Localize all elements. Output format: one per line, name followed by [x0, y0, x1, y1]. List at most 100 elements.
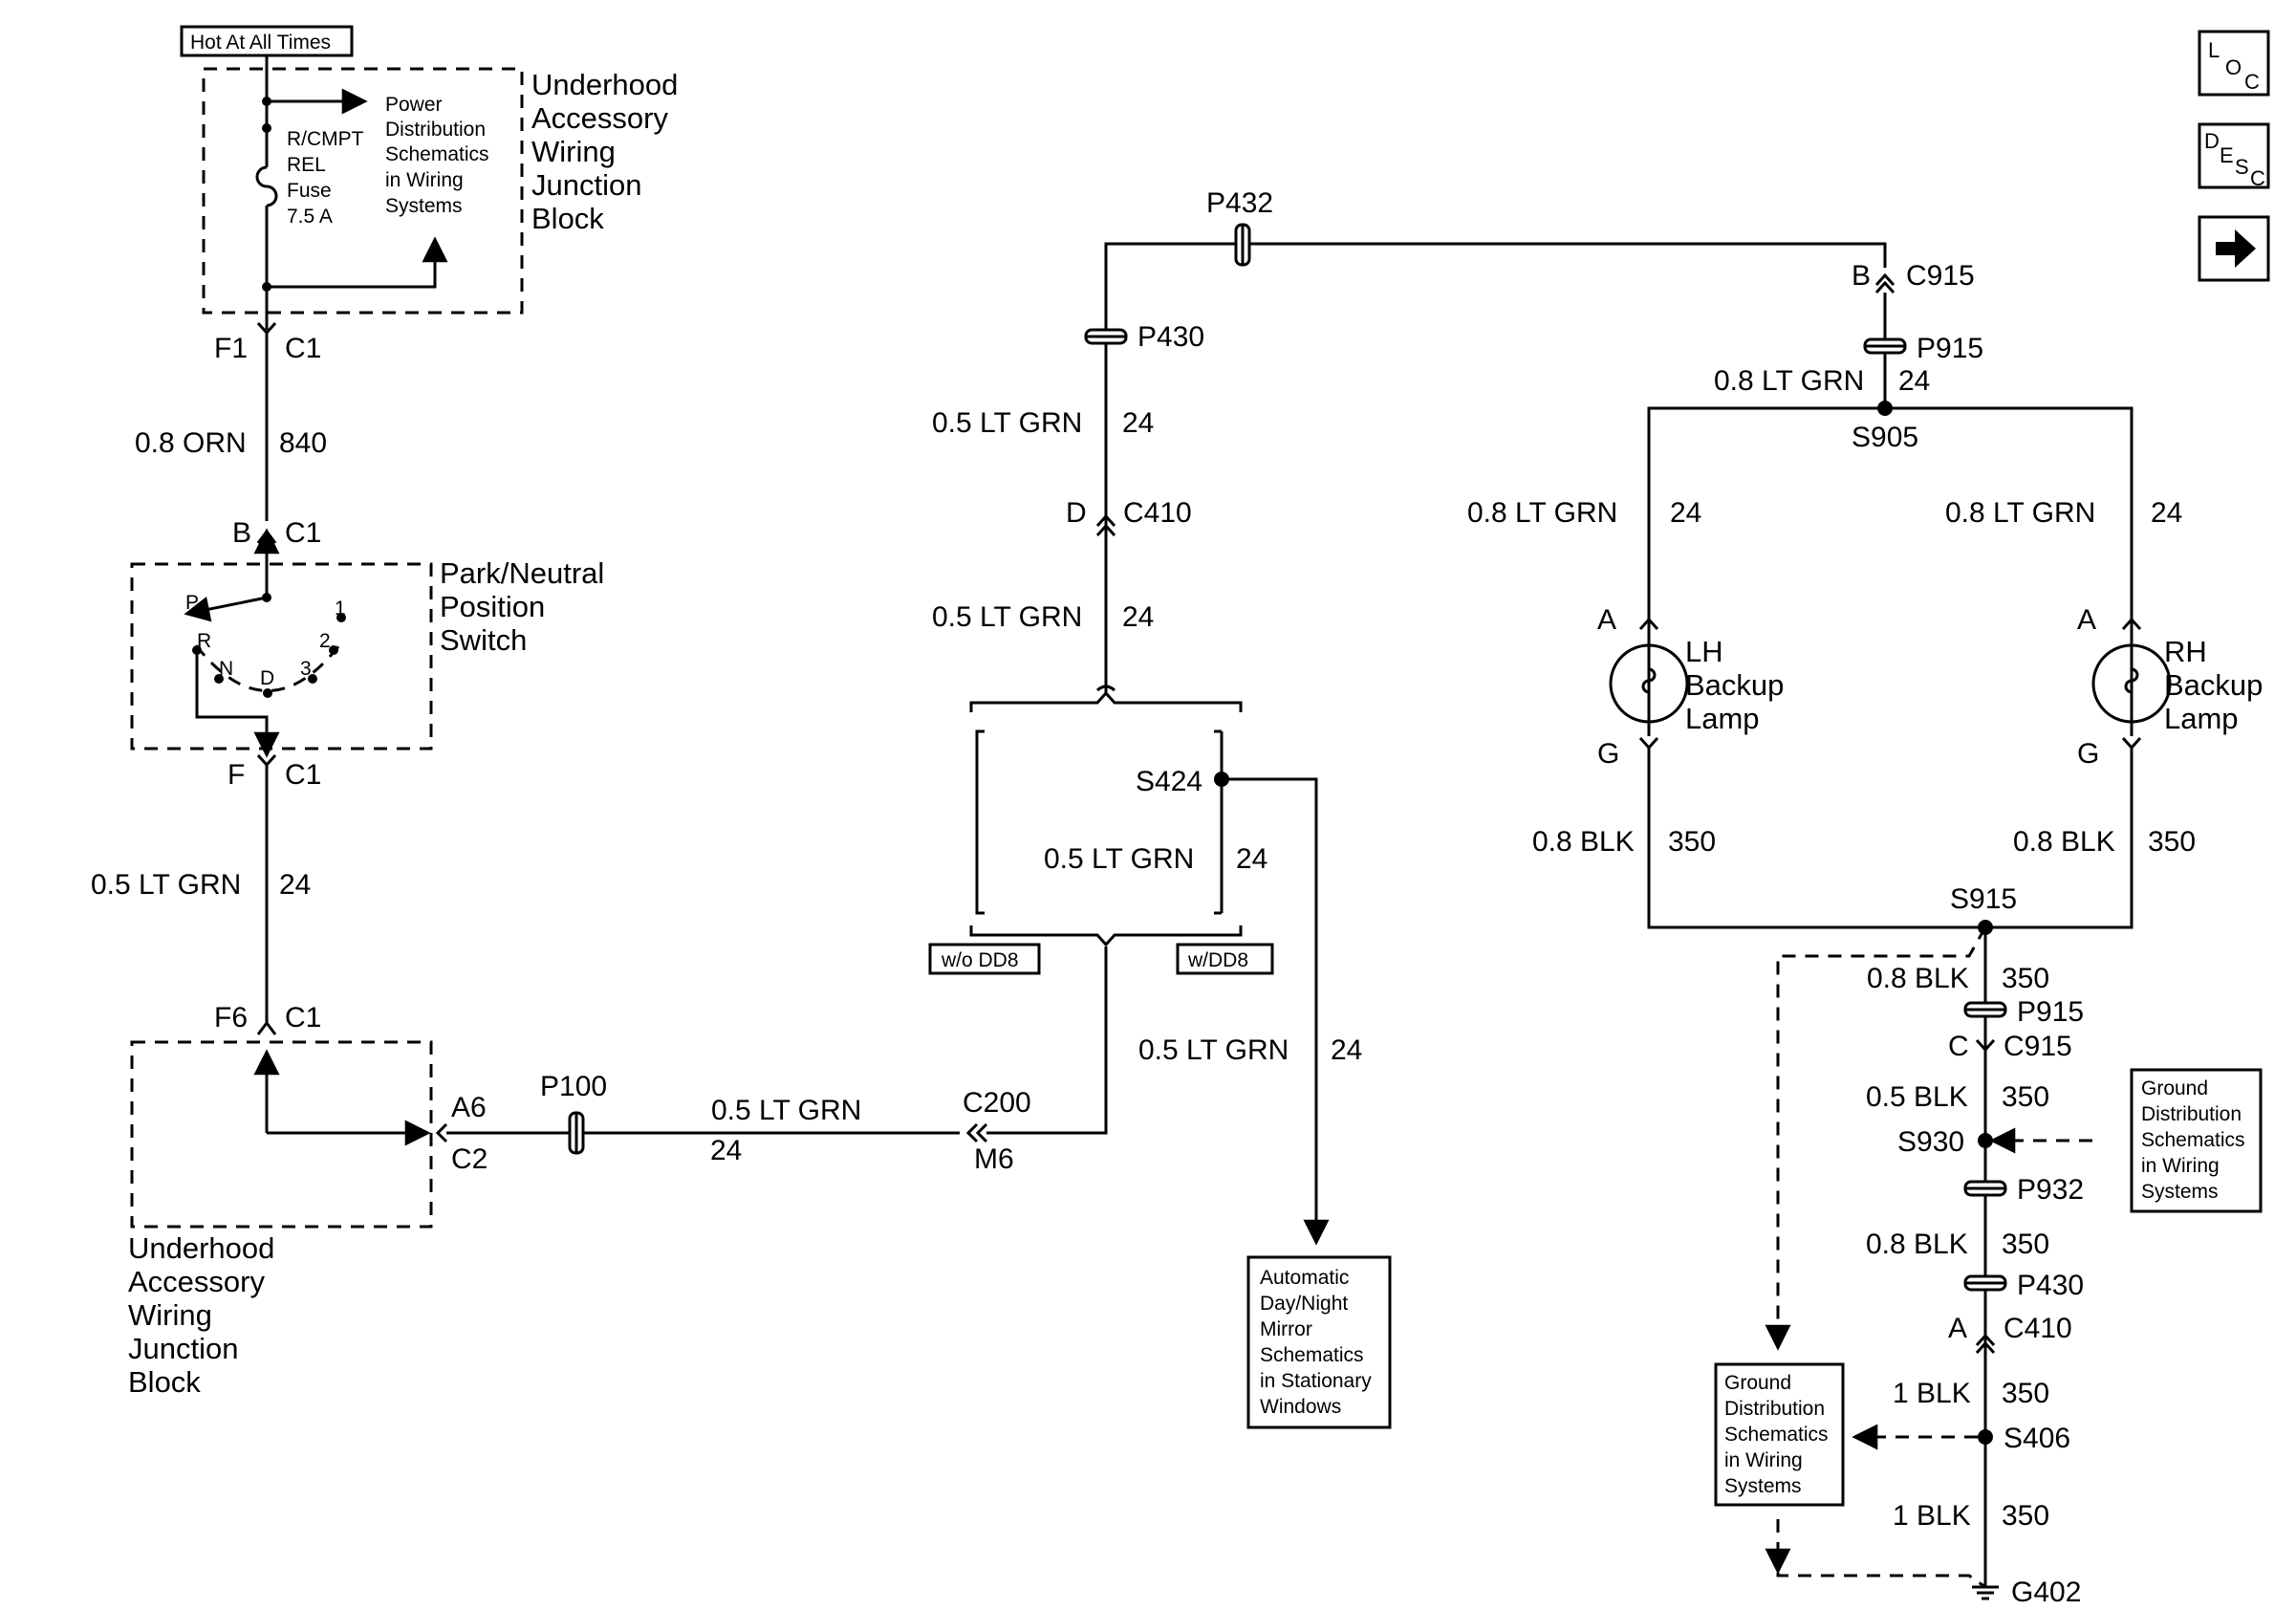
p430-connector-right: P430	[1963, 1270, 2084, 1301]
diagram-label: Schematics	[385, 143, 489, 165]
diagram-label: P432	[1206, 187, 1273, 219]
p915-connector-bottom: P915	[1963, 996, 2084, 1028]
diagram-label: Distribution	[1724, 1398, 1825, 1420]
diagram-label: Switch	[440, 623, 527, 657]
diagram-label: 350	[2002, 963, 2049, 994]
diagram-label: Ground	[2141, 1077, 2208, 1099]
diagram-label: C915	[2004, 1031, 2072, 1062]
diagram-label: A6	[451, 1092, 487, 1123]
p932-connector: P932	[1963, 1174, 2084, 1206]
diagram-label: 24	[1122, 407, 1154, 439]
diagram-label: P100	[540, 1071, 607, 1102]
p915-connector-top: P915	[1863, 333, 1983, 364]
diagram-label: 0.5 LT GRN	[932, 407, 1082, 439]
lh-backup-lamp-icon	[1609, 617, 1689, 751]
rh-lamp-label: RH Backup Lamp	[2164, 635, 2263, 735]
diagram-label: C410	[2004, 1313, 2072, 1344]
diagram-label: Schematics	[1724, 1424, 1829, 1446]
next-page-button[interactable]	[2198, 215, 2270, 282]
diagram-label: 350	[2002, 1500, 2049, 1532]
diagram-label: C410	[1123, 497, 1192, 529]
diagram-label: 24	[1122, 601, 1154, 633]
underhood-block-label-top: Underhood Accessory Wiring Junction Bloc…	[531, 68, 678, 235]
fuse-icon	[255, 165, 278, 207]
diagram-label: LH	[1685, 635, 1723, 668]
center-circuit: P432 P430 0.5 LT GRN 24 D C410 0.5 LT GR…	[928, 187, 1887, 1429]
diagram-label: 1	[335, 598, 346, 620]
p100-connector: P100	[540, 1071, 607, 1155]
diagram-label: A	[1597, 604, 1616, 636]
diagram-label: P430	[1137, 321, 1204, 353]
diagram-label: L	[2208, 38, 2220, 62]
diagram-label: Day/Night	[1260, 1293, 1348, 1315]
diagram-label: F1	[214, 333, 248, 364]
power-distribution-note: Power Distribution Schematics in Wiring …	[385, 94, 489, 217]
diagram-label: D	[1066, 497, 1087, 529]
desc-button[interactable]: D E S C	[2198, 122, 2270, 190]
diagram-label: Systems	[1724, 1475, 1802, 1497]
diagram-label: S905	[1852, 422, 1918, 453]
pn-switch-label: Park/Neutral Position Switch	[440, 556, 604, 657]
diagram-label: Accessory	[531, 101, 668, 135]
diagram-label: Schematics	[1260, 1344, 1364, 1366]
c200-label: C200	[963, 1087, 1031, 1119]
diagram-label: Block	[128, 1365, 201, 1399]
diagram-label: 350	[2002, 1229, 2049, 1260]
diagram-label: Position	[440, 590, 545, 623]
underhood-block-lower: F6 C1 A6 C2 Underhood Accessory Wiring J…	[128, 1002, 487, 1399]
hot-at-all-times-label: Hot At All Times	[190, 32, 331, 54]
diagram-label: Lamp	[2164, 702, 2239, 735]
diagram-label: C1	[285, 333, 321, 364]
diagram-label: REL	[287, 154, 326, 176]
diagram-label: Windows	[1260, 1396, 1341, 1418]
diagram-label: Junction	[128, 1332, 238, 1365]
diagram-label: C2	[451, 1143, 487, 1175]
diagram-label: P430	[2017, 1270, 2084, 1301]
diagram-label: S930	[1897, 1126, 1964, 1158]
diagram-label: S424	[1136, 766, 1202, 797]
diagram-label: D	[2204, 129, 2220, 153]
diagram-label: D	[260, 667, 274, 689]
diagram-label: Underhood	[128, 1231, 274, 1265]
diagram-label: C	[2250, 166, 2265, 190]
diagram-label: 0.8 BLK	[1532, 826, 1635, 858]
loc-button[interactable]: L O C	[2198, 30, 2270, 97]
diagram-label: S406	[2004, 1423, 2070, 1454]
diagram-label: Backup	[2164, 668, 2263, 702]
diagram-label: 0.8 BLK	[1867, 963, 1969, 994]
diagram-label: Distribution	[385, 119, 486, 141]
diagram-label: in Stationary	[1260, 1370, 1372, 1392]
diagram-label: 0.8 LT GRN	[1467, 497, 1617, 529]
diagram-label: Power	[385, 94, 443, 116]
diagram-label: Schematics	[2141, 1129, 2245, 1151]
p430-connector-center: P430	[1084, 321, 1204, 353]
ground-icon	[1972, 1585, 1999, 1600]
underhood-block-label-lower: Underhood Accessory Wiring Junction Bloc…	[128, 1231, 274, 1399]
diagram-label: 1 BLK	[1893, 1500, 1971, 1532]
diagram-label: 0.5 LT GRN	[1138, 1034, 1289, 1066]
diagram-label: 2	[319, 630, 331, 652]
park-neutral-switch: B C1 P R N D 3 2 1 Park/Neutral Position…	[130, 517, 604, 791]
diagram-label: 3	[300, 658, 312, 680]
diagram-label: Junction	[531, 168, 641, 202]
grn-wire-left-gauge: 0.5 LT GRN	[91, 869, 241, 901]
rh-backup-lamp-icon	[2091, 617, 2172, 751]
diagram-label: F	[227, 759, 245, 791]
diagram-label: 0.5 BLK	[1866, 1081, 1968, 1113]
diagram-label: Mirror	[1260, 1318, 1312, 1340]
diagram-label: P915	[2017, 996, 2084, 1028]
diagram-label: Distribution	[2141, 1103, 2242, 1125]
diagram-label: P	[185, 592, 199, 614]
horiz-wire-circuit: 24	[710, 1135, 742, 1166]
diagram-label: Accessory	[128, 1265, 265, 1298]
diagram-label: in Wiring	[2141, 1155, 2220, 1177]
lh-lamp-label: LH Backup Lamp	[1685, 635, 1784, 735]
diagram-label: N	[219, 658, 233, 680]
diagram-label: F6	[214, 1002, 248, 1033]
diagram-label: O	[2225, 55, 2242, 79]
diagram-label: G	[2077, 738, 2099, 770]
orn-wire-gauge: 0.8 ORN	[135, 427, 247, 459]
fuse-label: R/CMPT REL Fuse 7.5 A	[287, 128, 364, 228]
diagram-label: 7.5 A	[287, 206, 333, 228]
diagram-label: G402	[2011, 1577, 2081, 1608]
